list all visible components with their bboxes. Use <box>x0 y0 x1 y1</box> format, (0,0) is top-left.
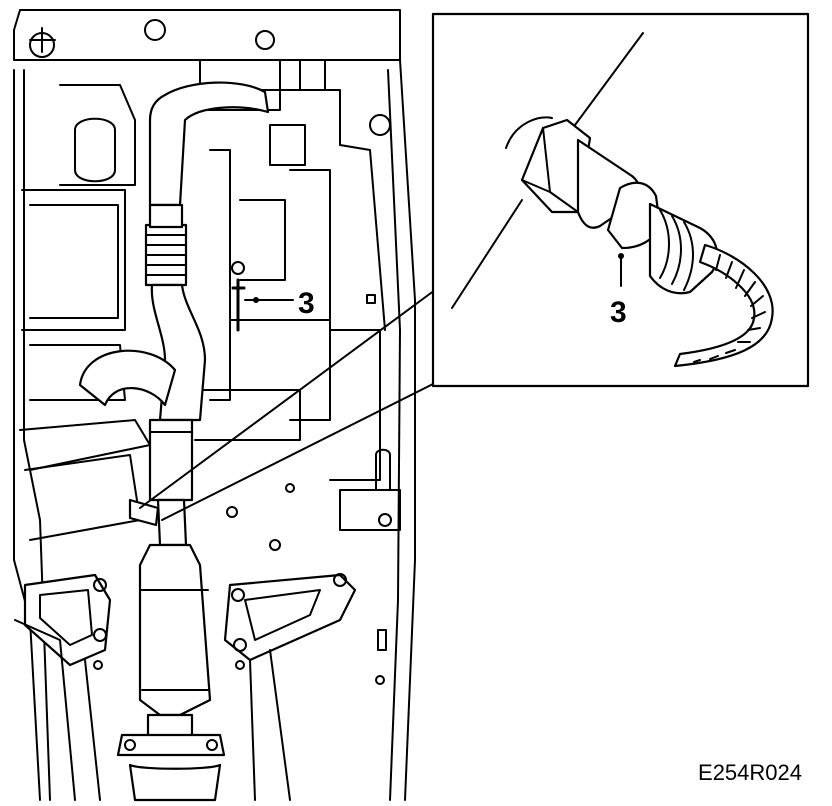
callout-label-detail: 3 <box>610 296 627 329</box>
oxygen-sensor-detail <box>520 118 774 368</box>
callout-label-main: 3 <box>298 287 315 320</box>
detail-leader-lines <box>139 289 436 521</box>
sensor-location-marker <box>231 261 294 332</box>
detail-inset: 3 <box>431 12 810 388</box>
underbody-drawing <box>13 9 416 801</box>
figure-code: E254R024 <box>698 760 802 785</box>
exhaust-pipe <box>78 81 270 802</box>
